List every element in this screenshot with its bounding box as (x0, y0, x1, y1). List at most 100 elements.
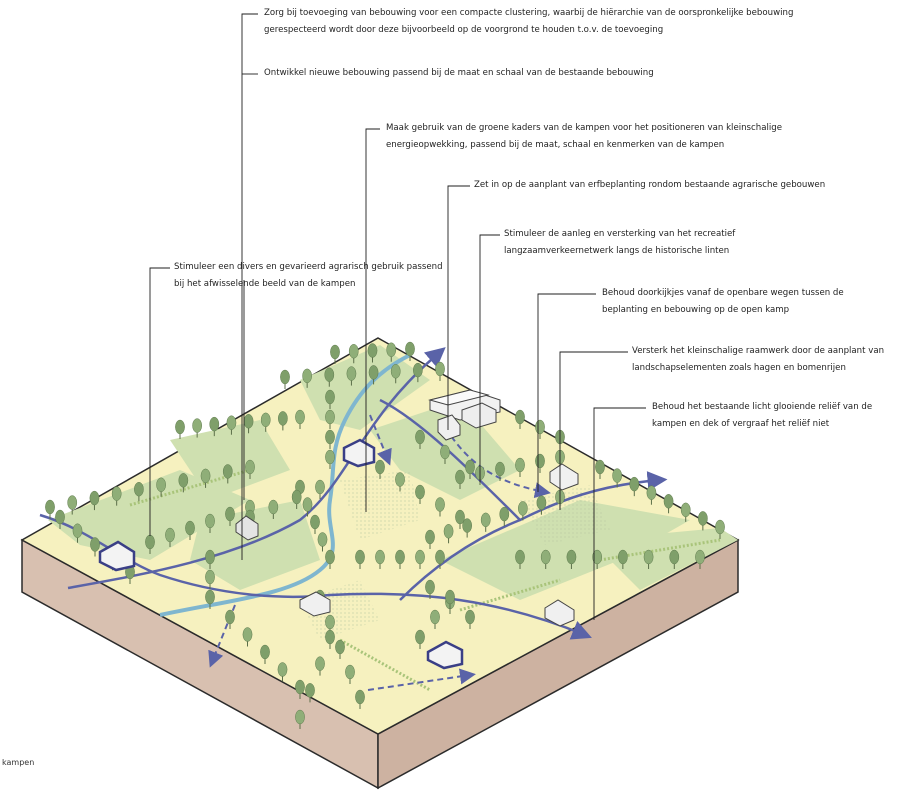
leader-line-a1 (241, 13, 258, 560)
leader-line-a8 (559, 351, 628, 510)
tree (325, 429, 335, 445)
annotation-line: Versterk het kleinschalige raamwerk door… (632, 346, 885, 356)
tree (595, 459, 605, 475)
tree (480, 512, 491, 528)
tree (375, 459, 385, 475)
tree (225, 609, 235, 625)
tree (324, 367, 335, 382)
annotation-line: gerespecteerd wordt door deze bijvoorbee… (264, 25, 664, 35)
tree (205, 589, 215, 605)
tree (663, 494, 674, 509)
leader-lines (149, 13, 646, 620)
meadow-field (590, 528, 738, 590)
tree (226, 415, 237, 430)
meadow-field (170, 420, 290, 500)
tree (395, 549, 405, 565)
tree (646, 485, 657, 500)
annotation-line: Stimuleer een divers en gevarieerd agrar… (174, 262, 443, 272)
tree (325, 614, 335, 630)
tree (90, 537, 100, 552)
annotation-line: Ontwikkel nieuwe bebouwing passend bij d… (264, 68, 654, 78)
tree (535, 453, 545, 469)
tree (165, 527, 175, 543)
annotation-line: Zorg bij toevoeging van bebouwing voor e… (264, 8, 794, 18)
tree (368, 365, 379, 380)
tree (465, 459, 475, 475)
tree (455, 509, 465, 525)
tree (205, 513, 215, 529)
tree (89, 490, 100, 506)
tree (291, 489, 302, 505)
tree (425, 579, 435, 595)
route (369, 414, 392, 466)
hedge (339, 638, 431, 692)
tree (430, 609, 440, 625)
leader-line-a3 (365, 128, 380, 512)
tree (375, 549, 385, 565)
route (399, 518, 521, 601)
tree (305, 683, 315, 698)
meadow-field (190, 500, 320, 590)
tree (415, 549, 425, 565)
tree (295, 679, 305, 695)
leader-line-a6 (149, 267, 170, 536)
annotation-small-scale-framework: Versterk het kleinschalige raamwerk door… (632, 343, 884, 377)
tree (435, 497, 445, 512)
tree (435, 361, 445, 377)
farm-building (437, 414, 461, 441)
tree (295, 709, 305, 725)
tree (643, 549, 654, 565)
tree (515, 409, 525, 425)
highlighted-building (426, 640, 464, 670)
farm-building (549, 463, 579, 491)
tree (325, 449, 335, 465)
leader-line-a5 (479, 234, 500, 482)
tree (278, 411, 288, 426)
annotation-line: landschapselementen zoals hagen en bomen… (632, 363, 846, 373)
tree (618, 549, 628, 565)
tree (72, 523, 83, 538)
annotation-line: langzaamverkeernetwerk langs de historis… (504, 246, 730, 256)
annotation-line: Maak gebruik van de groene kaders van de… (386, 123, 782, 133)
tree (348, 344, 359, 359)
tree (315, 656, 325, 671)
annotation-line: Zet in op de aanplant van erfbeplanting … (474, 180, 826, 190)
tree (185, 520, 195, 536)
annotation-compact-clustering: Zorg bij toevoeging van bebouwing voor e… (264, 5, 793, 39)
tree (536, 495, 547, 510)
tree (390, 364, 401, 379)
tree (698, 511, 708, 526)
farm-building (544, 599, 575, 627)
tree (443, 524, 454, 539)
annotation-recreational-network: Stimuleer de aanleg en versterking van h… (504, 226, 735, 260)
annotation-line: beplanting en bebouwing op de open kamp (602, 305, 790, 315)
tree (310, 514, 320, 530)
annotation-yard-planting: Zet in op de aanplant van erfbeplanting … (474, 177, 825, 194)
meadow-field (48, 470, 250, 560)
annotation-line: Stimuleer de aanleg en versterking van h… (504, 229, 736, 239)
tree (295, 409, 305, 425)
tree (440, 444, 450, 460)
tree (260, 412, 271, 428)
tree (302, 368, 312, 384)
tree (245, 459, 255, 475)
tree (515, 457, 525, 473)
tree (225, 506, 235, 522)
tree (465, 609, 475, 625)
tree (445, 589, 455, 605)
tree (540, 549, 551, 565)
annotation-line: kampen en dek of vergraaf het reliëf nie… (652, 419, 830, 429)
tree (669, 549, 680, 565)
tree (200, 468, 211, 484)
tree (55, 509, 65, 525)
annotation-line: energieopwekking, passend bij de maat, s… (386, 140, 725, 150)
tree (680, 502, 691, 518)
tree (222, 464, 233, 479)
tree (386, 342, 397, 357)
farm-building (235, 515, 259, 541)
farm-building (461, 402, 497, 429)
tree (515, 549, 525, 565)
tree (192, 418, 202, 433)
tree (395, 472, 405, 487)
